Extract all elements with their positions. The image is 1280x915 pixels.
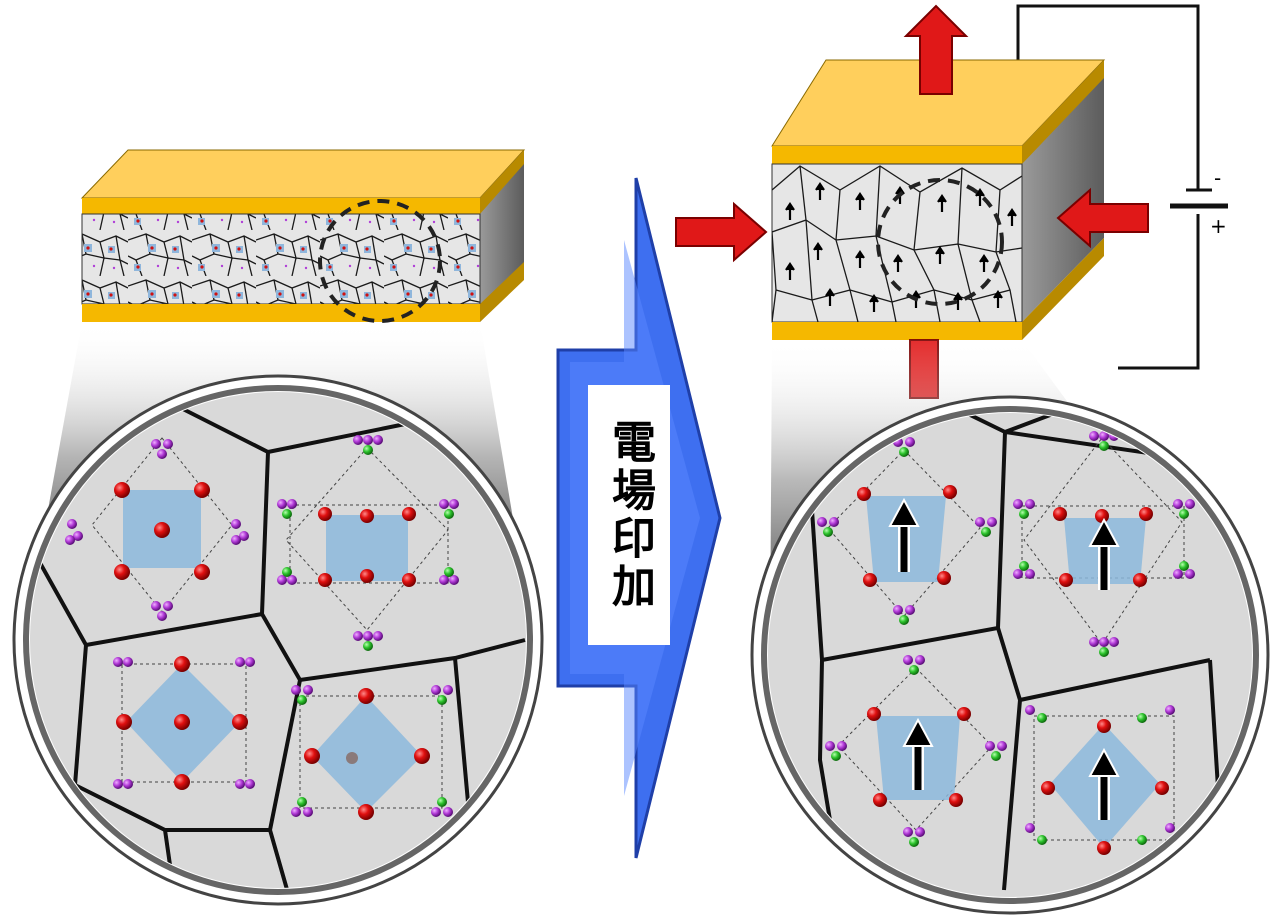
process-label-box: 電場印加	[588, 385, 670, 645]
unit-cell-polarized-1	[817, 437, 997, 625]
left-bottom-electrode-front	[82, 304, 480, 322]
right-ceramic-face	[771, 163, 1023, 323]
left-ceramic-face	[81, 213, 481, 305]
left-top-electrode-front	[82, 198, 480, 214]
left-zoom-marker	[318, 199, 442, 323]
left-top-electrode-side	[480, 150, 524, 214]
right-zoom-marker	[876, 178, 1004, 306]
battery-positive-sign: +	[1210, 214, 1227, 238]
unit-cell-paraelectric-1	[65, 437, 249, 621]
unit-cell-polarized-4	[1025, 705, 1175, 855]
unit-cell-polarized-3	[825, 655, 1007, 847]
right-zoom-view	[750, 395, 1270, 915]
left-zoom-view	[12, 374, 544, 906]
unit-cell-paraelectric-3	[113, 656, 255, 790]
left-top-electrode-top	[80, 149, 526, 199]
battery-negative-sign: -	[1214, 166, 1222, 190]
unit-cell-polarized-2	[1013, 431, 1195, 657]
left-bottom-electrode-side	[480, 262, 524, 322]
left-device	[80, 149, 526, 323]
process-label: 電場印加	[604, 419, 655, 611]
circuit-wire	[1016, 4, 1200, 370]
right-device	[771, 4, 1228, 370]
unit-cell-paraelectric-4	[291, 685, 453, 820]
unit-cell-paraelectric-2	[277, 435, 459, 651]
